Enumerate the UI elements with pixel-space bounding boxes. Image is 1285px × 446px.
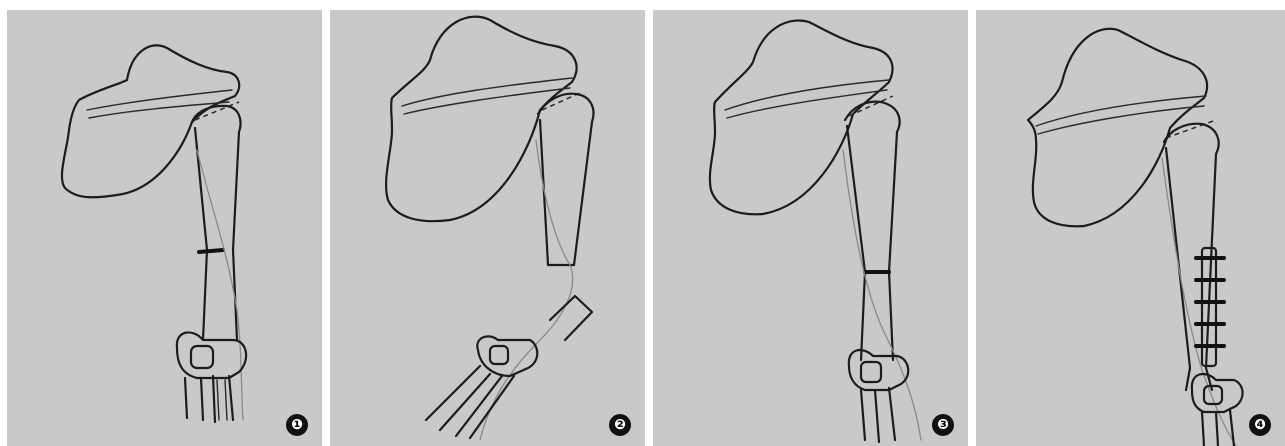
step-badge: ❹ [1249,414,1271,436]
step-badge: ❸ [932,414,954,436]
step-badge: ❶ [286,414,308,436]
illustration-4 [976,10,1285,446]
panel-4: ❹ [976,10,1285,446]
panel-3: ❸ [653,10,968,446]
illustration-1 [7,10,322,446]
panel-2: ❷ [330,10,645,446]
illustration-2 [330,10,645,446]
illustration-3 [653,10,968,446]
panel-1: ❶ [7,10,322,446]
step-badge: ❷ [609,414,631,436]
